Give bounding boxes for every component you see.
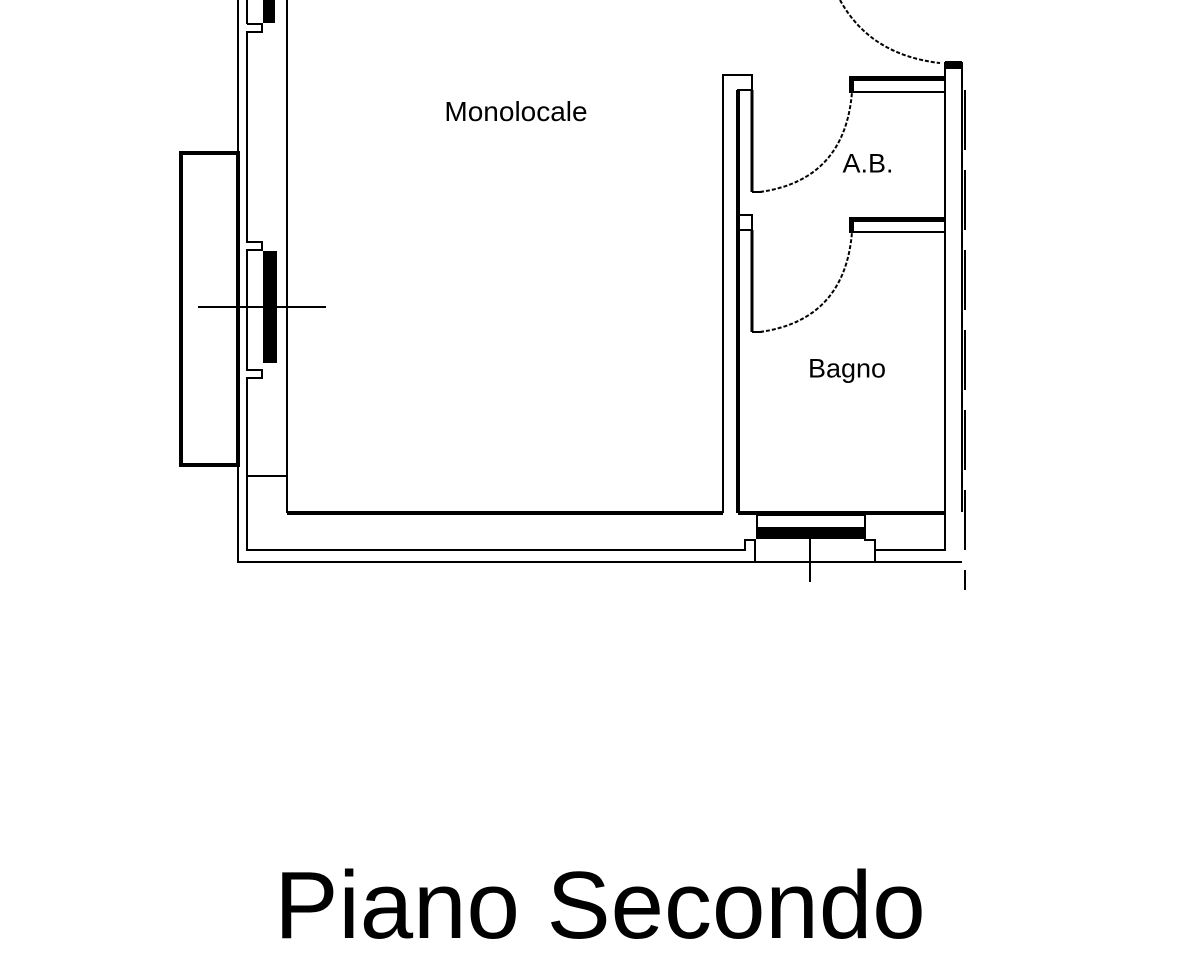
balcony [179,151,240,467]
room-label-ab: A.B. [842,148,894,179]
door-arc-ab [759,91,853,193]
door-arc-entry [839,0,941,64]
room-label-bagno: Bagno [807,353,887,384]
floor-title: Piano Secondo [274,852,926,959]
outer-wall [237,0,756,563]
floor-plan [179,0,966,590]
room-label-monolocale: Monolocale [444,96,588,127]
door-arc-bagno [759,231,853,333]
